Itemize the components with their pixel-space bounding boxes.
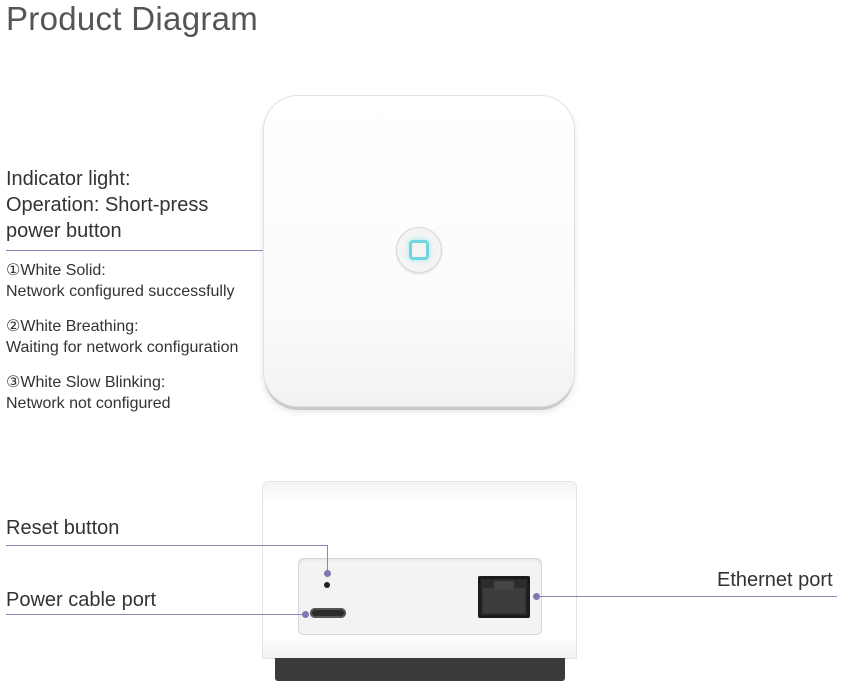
power-button (396, 227, 442, 273)
state-2-desc: Waiting for network configuration (6, 339, 239, 356)
state-3-desc: Network not configured (6, 395, 171, 412)
ethernet-leader-line (537, 596, 837, 597)
ethernet-port-label: Ethernet port (717, 569, 833, 591)
reset-hole-icon (324, 582, 330, 588)
indicator-leader-line (6, 250, 384, 251)
power-leader-dot (302, 611, 309, 618)
ethernet-port-icon (478, 576, 530, 618)
state-1-desc: Network configured successfully (6, 283, 235, 300)
power-cable-port-label: Power cable port (6, 589, 157, 611)
reset-leader-dot (324, 570, 331, 577)
indicator-light-icon (409, 240, 429, 260)
reset-leader-vertical (327, 545, 328, 574)
usb-c-port-icon (310, 608, 346, 618)
state-1-name: ①White Solid: (6, 262, 106, 279)
device-base (275, 658, 565, 681)
indicator-heading-line-1: Indicator light: (6, 168, 131, 190)
reset-button-label: Reset button (6, 517, 120, 539)
power-leader-line (6, 614, 306, 615)
device-top-view (264, 96, 574, 406)
indicator-heading-line-3: power button (6, 220, 122, 242)
indicator-heading-line-2: Operation: Short-press (6, 194, 209, 216)
state-2-name: ②White Breathing: (6, 318, 139, 335)
reset-leader-horizontal (6, 545, 328, 546)
ethernet-leader-dot (533, 593, 540, 600)
state-3-name: ③White Slow Blinking: (6, 374, 166, 391)
page-title: Product Diagram (6, 0, 259, 37)
